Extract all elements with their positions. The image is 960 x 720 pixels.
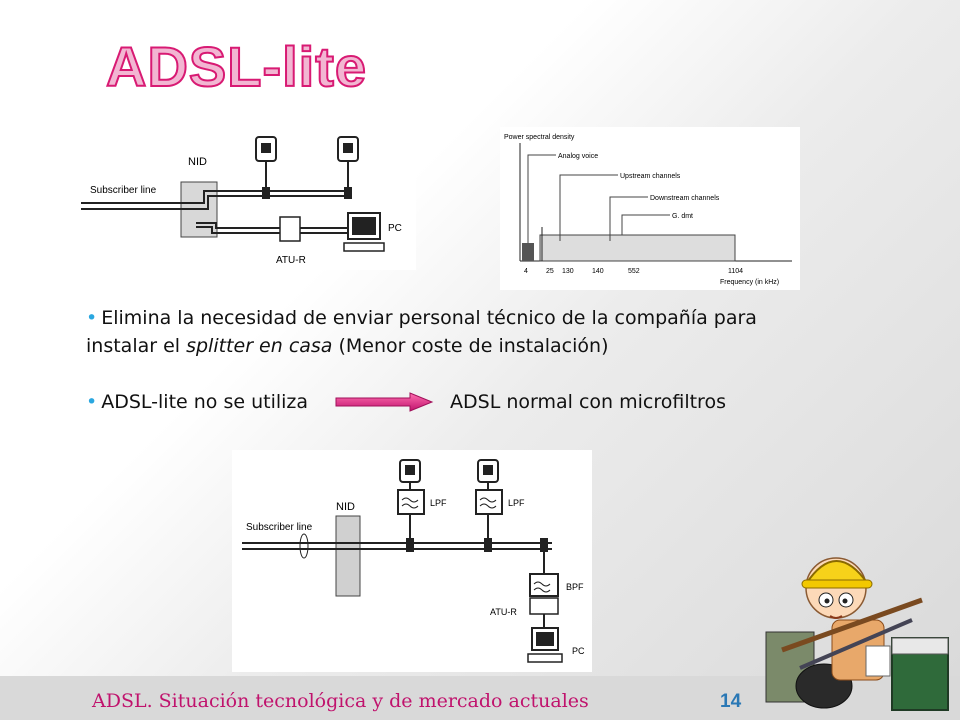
pc-label-bottom: PC xyxy=(572,646,585,656)
phone-icon xyxy=(337,136,359,162)
phone-icon xyxy=(477,459,499,483)
tick-25: 25 xyxy=(546,268,554,275)
cartoon-worker-illustration xyxy=(765,557,949,711)
spectrum-diagram: Power spectral density Analog voice Upst… xyxy=(500,127,800,290)
bpf-label: BPF xyxy=(566,582,584,592)
x-axis-label: Frequency (in kHz) xyxy=(720,279,779,286)
bullet-list: •Elimina la necesidad de enviar personal… xyxy=(86,304,776,416)
tick-552: 552 xyxy=(628,268,640,275)
tick-4: 4 xyxy=(524,268,528,275)
tick-1104: 1104 xyxy=(728,268,743,275)
analog-voice-label: Analog voice xyxy=(558,153,598,160)
tick-130: 130 xyxy=(562,268,574,275)
right-arrow-icon xyxy=(335,392,434,412)
subscriber-line-label: Subscriber line xyxy=(90,185,157,196)
footer-text: ADSL. Situación tecnológica y de mercado… xyxy=(92,690,589,712)
page-number: 14 xyxy=(720,691,742,712)
adsl-lite-diagram: NID Subscriber line ATU-R PC xyxy=(76,127,416,270)
lpf-label-2: LPF xyxy=(508,498,525,508)
phone-icon xyxy=(399,459,421,483)
atur-label: ATU-R xyxy=(276,255,306,266)
bullet-2-right: ADSL normal con microfiltros xyxy=(450,391,726,413)
nid-label-bottom: NID xyxy=(336,501,355,513)
downstream-label: Downstream channels xyxy=(650,195,720,202)
microfilter-diagram: NID Subscriber line LPF LPF BPF ATU-R PC xyxy=(232,450,592,672)
pc-icon xyxy=(527,627,563,663)
tick-140: 140 xyxy=(592,268,604,275)
atur-label-bottom: ATU-R xyxy=(490,607,517,617)
lpf-filter-icon xyxy=(397,489,425,515)
bullet-dot: • xyxy=(86,307,98,329)
upstream-label: Upstream channels xyxy=(620,173,681,180)
lpf-filter-icon xyxy=(475,489,503,515)
bullet-2-left: ADSL-lite no se utiliza xyxy=(101,391,309,413)
subscriber-line-label-bottom: Subscriber line xyxy=(246,522,313,533)
phone-icon xyxy=(255,136,277,162)
pc-icon xyxy=(343,212,385,252)
pc-label: PC xyxy=(388,223,402,234)
slide-title: ADSL-lite xyxy=(105,34,367,99)
gdmt-label: G. dmt xyxy=(672,213,693,220)
y-axis-label: Power spectral density xyxy=(504,134,575,141)
bpf-filter-icon xyxy=(529,573,559,597)
lpf-label-1: LPF xyxy=(430,498,447,508)
nid-label: NID xyxy=(188,156,207,168)
bullet-2: • ADSL-lite no se utiliza ADSL normal co… xyxy=(86,388,776,416)
bullet-1: •Elimina la necesidad de enviar personal… xyxy=(86,307,757,357)
bullet-dot: • xyxy=(86,391,98,413)
